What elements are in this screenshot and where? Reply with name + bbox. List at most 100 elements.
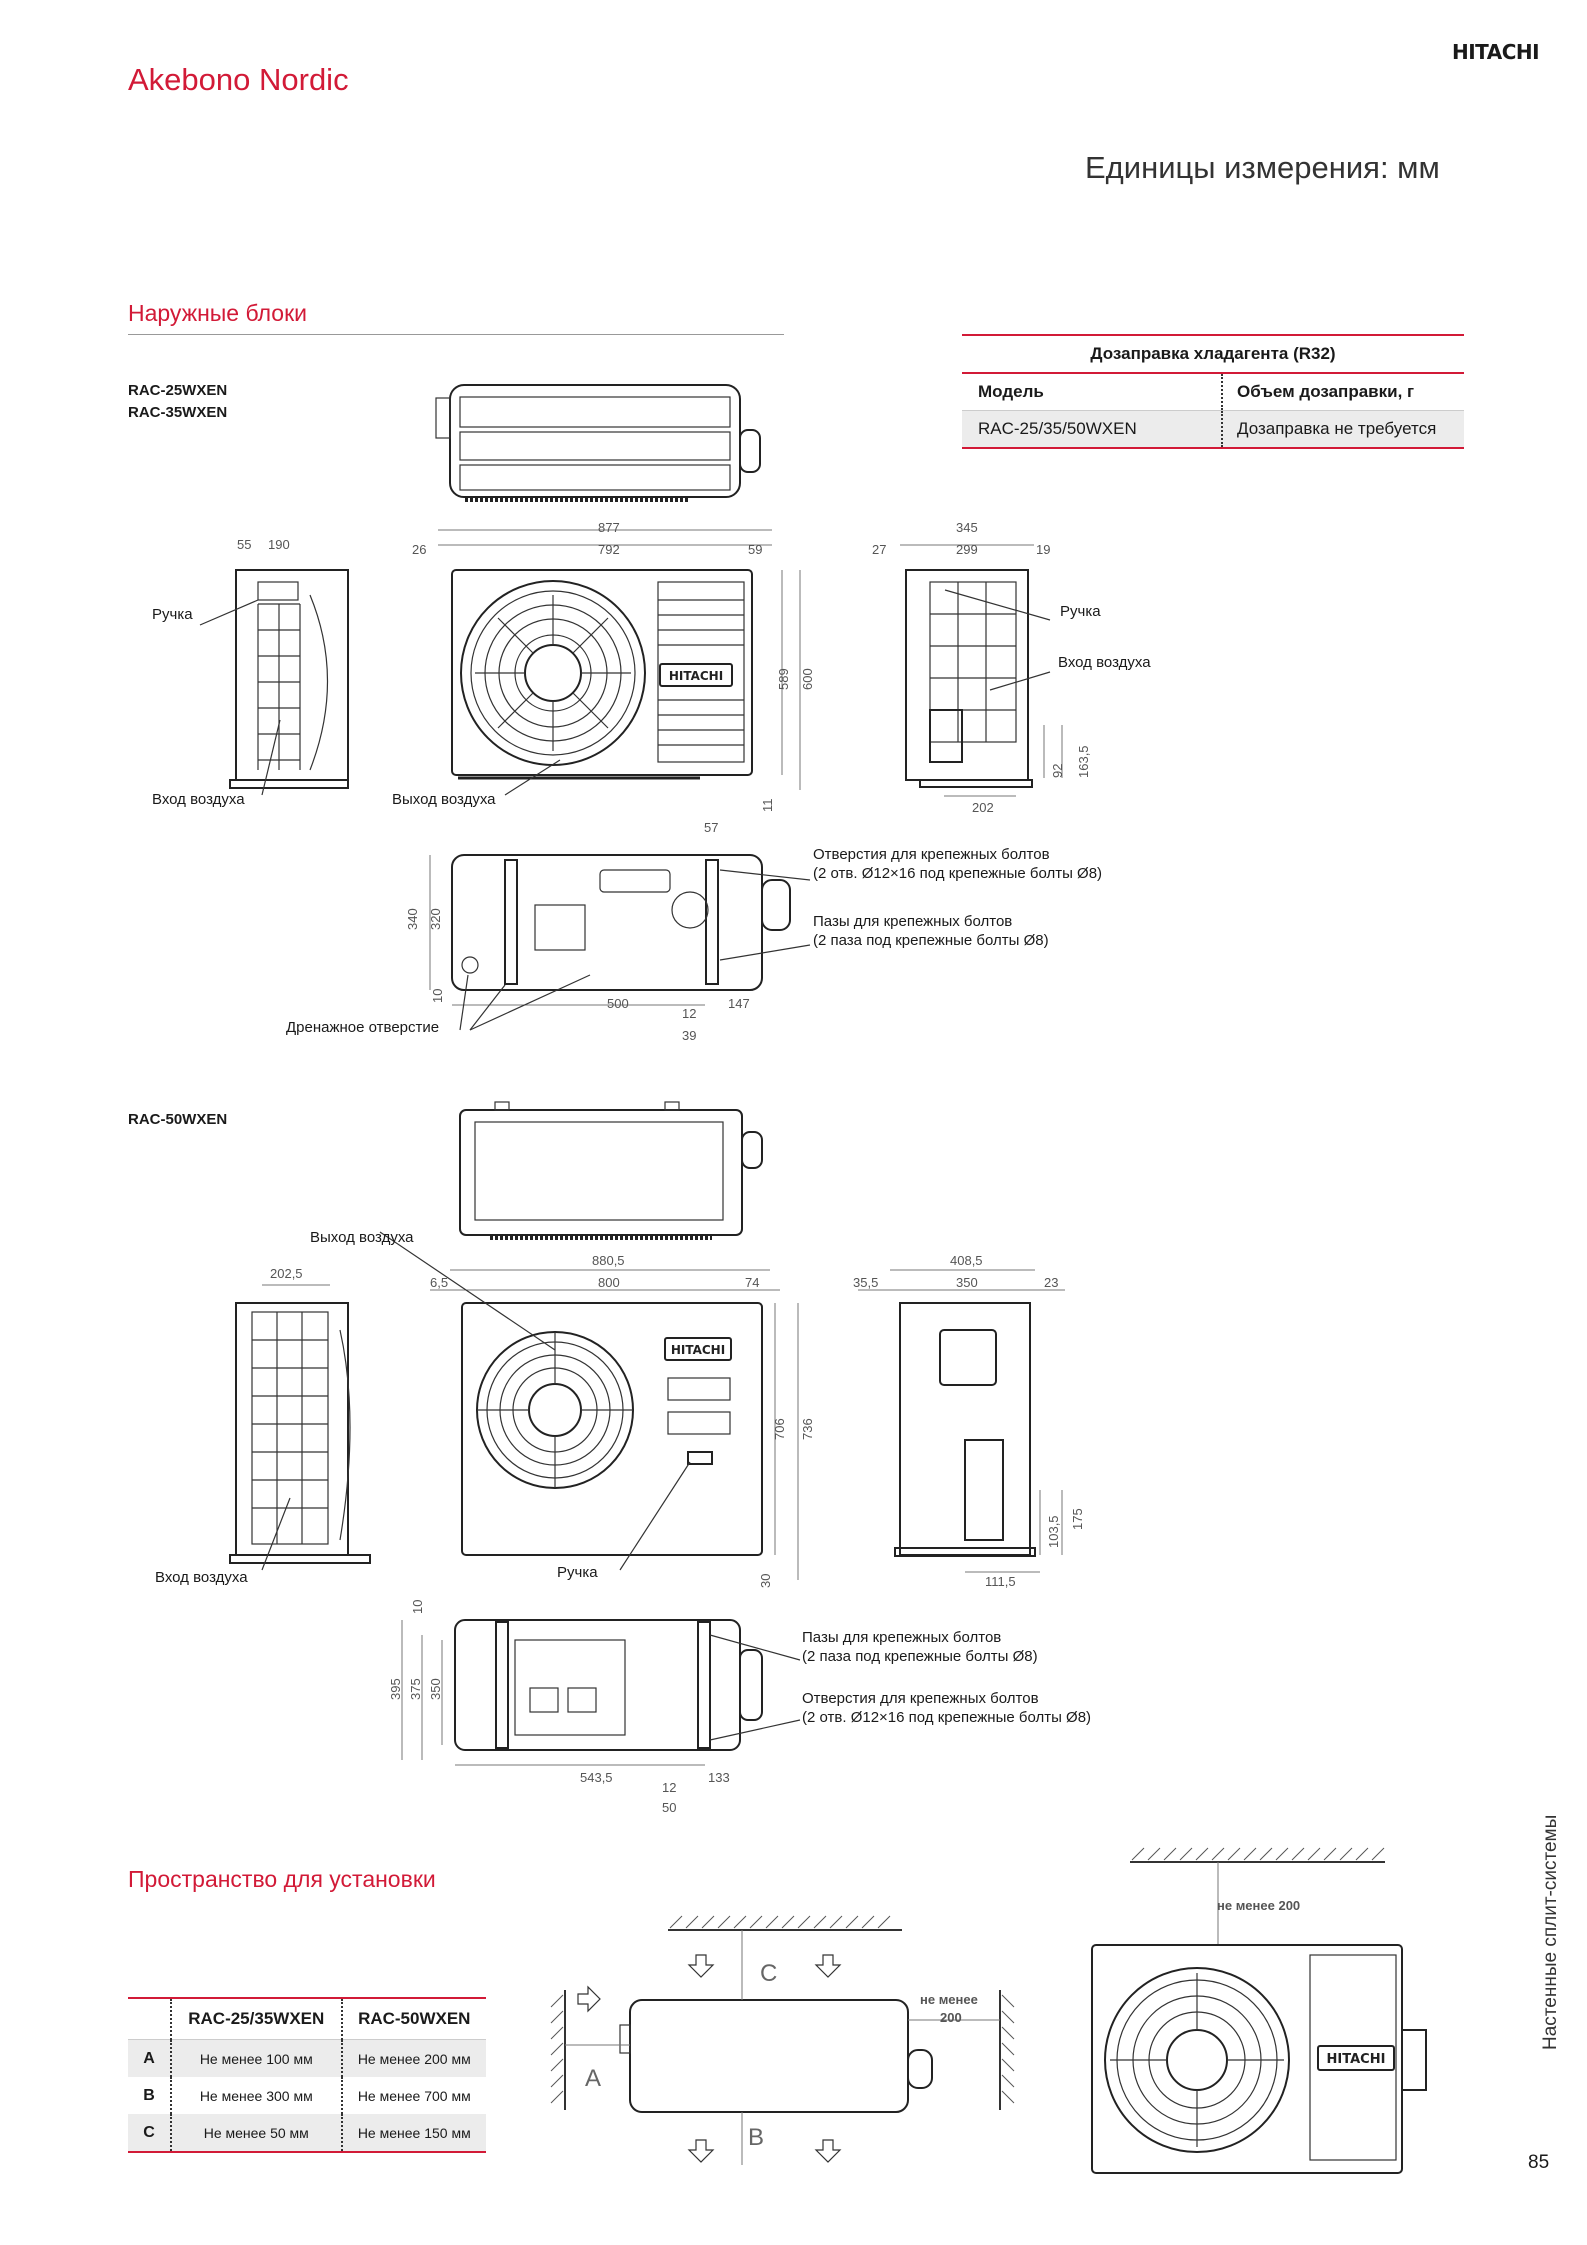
unit1-label-air-in-left: Вход воздуха xyxy=(152,791,245,808)
clearance-table: RAC-25/35WXEN RAC-50WXEN A Не менее 100 … xyxy=(128,1997,486,2153)
dim: 19 xyxy=(1036,542,1051,557)
dim: 543,5 xyxy=(580,1770,613,1785)
svg-text:HITACHI: HITACHI xyxy=(669,669,723,683)
unit1-model-2: RAC-35WXEN xyxy=(128,404,228,421)
dim: 880,5 xyxy=(592,1253,625,1268)
dim: 59 xyxy=(748,542,763,557)
clearance-header-col2: RAC-50WXEN xyxy=(340,1999,486,2040)
dim: 299 xyxy=(956,542,978,557)
unit1-label-bolt-holes-2: (2 отв. Ø12×16 под крепежные болты Ø8) xyxy=(813,865,1103,882)
unit1-label-handle-left: Ручка xyxy=(152,606,193,623)
clearance-cell: Не менее 700 мм xyxy=(340,2077,486,2114)
clearance-label-a: A xyxy=(585,2065,602,2092)
unit2-label-air-in: Вход воздуха xyxy=(155,1569,248,1586)
section-divider xyxy=(128,334,784,335)
unit1-label-air-out: Выход воздуха xyxy=(392,791,496,808)
install-section-title: Пространство для установки xyxy=(128,1866,436,1892)
unit1-label-bolt-holes-1: Отверстия для крепежных болтов xyxy=(813,846,1050,863)
hitachi-logo: HITACHI xyxy=(1452,40,1540,64)
clearance-cell: Не менее 150 мм xyxy=(340,2114,486,2151)
unit1-label-bolt-slots-1: Пазы для крепежных болтов xyxy=(813,913,1013,930)
dim: 350 xyxy=(956,1275,978,1290)
unit1-top-view xyxy=(435,384,761,502)
unit1-label-handle-right: Ручка xyxy=(1060,603,1101,620)
dim: 877 xyxy=(598,520,620,535)
unit2-label-bolt-holes-2: (2 отв. Ø12×16 под крепежные болты Ø8) xyxy=(802,1709,1092,1726)
unit2-left-view xyxy=(229,1284,371,1564)
unit2-front-view: HITACHI xyxy=(430,1269,799,1580)
refrigerant-col-volume: Объем дозаправки, г xyxy=(1237,382,1415,401)
clearance-front-diagram: HITACHI xyxy=(1091,1847,1427,2174)
unit1-model-1: RAC-25WXEN xyxy=(128,382,228,399)
clearance-label-c: C xyxy=(760,1960,778,1987)
refrigerant-row-model: RAC-25/35/50WXEN xyxy=(962,411,1223,447)
svg-text:HITACHI: HITACHI xyxy=(671,1343,725,1357)
clearance-row-key: A xyxy=(143,2049,155,2067)
clearance-label-b: B xyxy=(748,2124,765,2151)
clearance-cell: Не менее 50 мм xyxy=(170,2114,342,2151)
unit1-right-view xyxy=(900,544,1063,797)
dim: 147 xyxy=(728,996,750,1011)
unit1-left-view xyxy=(229,569,349,789)
dim: 35,5 xyxy=(853,1275,879,1290)
clearance-cell: Не менее 200 мм xyxy=(340,2039,486,2077)
unit2-label-bolt-slots-1: Пазы для крепежных болтов xyxy=(802,1629,1002,1646)
dim: 800 xyxy=(598,1275,620,1290)
dim: 74 xyxy=(745,1275,760,1290)
refrigerant-row-value: Дозаправка не требуется xyxy=(1237,419,1437,438)
dim: 57 xyxy=(704,820,719,835)
clearance-row-key: C xyxy=(143,2123,155,2141)
dim: 345 xyxy=(956,520,978,535)
dim: 202,5 xyxy=(270,1266,303,1281)
unit1-label-bolt-slots-2: (2 паза под крепежные болты Ø8) xyxy=(813,932,1049,949)
unit2-label-bolt-slots-2: (2 паза под крепежные болты Ø8) xyxy=(802,1648,1038,1665)
refrigerant-table: Дозаправка хладагента (R32) Модель Объем… xyxy=(962,334,1464,449)
dim: 202 xyxy=(972,800,994,815)
dim: 111,5 xyxy=(985,1574,1016,1589)
unit2-top-view xyxy=(459,1101,763,1240)
unit2-label-bolt-holes-1: Отверстия для крепежных болтов xyxy=(802,1690,1039,1707)
unit2-bottom-view xyxy=(401,1619,801,1766)
dim: 408,5 xyxy=(950,1253,983,1268)
dim: 26 xyxy=(412,542,427,557)
dim: 23 xyxy=(1044,1275,1059,1290)
dim: 12 xyxy=(662,1780,677,1795)
dim: 27 xyxy=(872,542,887,557)
clearance-cell: Не менее 100 мм xyxy=(170,2039,342,2077)
unit1-front-view: HITACHI xyxy=(438,529,801,790)
outdoor-section-title: Наружные блоки xyxy=(128,300,308,326)
clearance-min-front: не менее 200 xyxy=(1217,1898,1301,1913)
dim: 792 xyxy=(598,542,620,557)
dim: 500 xyxy=(607,996,629,1011)
dim: 6,5 xyxy=(430,1275,449,1290)
dim: 39 xyxy=(682,1028,697,1043)
units-caption: Единицы измерения: мм xyxy=(1085,150,1440,185)
clearance-row-key: B xyxy=(143,2086,155,2104)
clearance-cell: Не менее 300 мм xyxy=(170,2077,342,2114)
clearance-min-text-2: 200 xyxy=(940,2010,962,2025)
unit2-label-air-out: Выход воздуха xyxy=(310,1229,414,1246)
clearance-top-diagram xyxy=(550,1915,1015,2165)
clearance-header-col1: RAC-25/35WXEN xyxy=(170,1999,342,2040)
refrigerant-title: Дозаправка хладагента (R32) xyxy=(1090,344,1336,363)
unit1-label-drain: Дренажное отверстие xyxy=(286,1019,440,1036)
dim: 190 xyxy=(268,537,290,552)
dim: 12 xyxy=(682,1006,697,1021)
unit2-model: RAC-50WXEN xyxy=(128,1111,228,1128)
svg-text:HITACHI: HITACHI xyxy=(1327,2052,1386,2067)
unit2-label-handle: Ручка xyxy=(557,1564,598,1581)
side-section-label: Настенные сплит-системы xyxy=(1540,1814,1561,2050)
brand-title: Akebono Nordic xyxy=(128,62,349,97)
dim: 133 xyxy=(708,1770,730,1785)
unit2-right-view xyxy=(858,1269,1065,1573)
unit1-bottom-view xyxy=(429,854,811,1031)
dim: 50 xyxy=(662,1800,677,1815)
page-number: 85 xyxy=(1528,2152,1550,2173)
refrigerant-col-model: Модель xyxy=(962,374,1223,410)
dim: 55 xyxy=(237,537,252,552)
unit1-label-air-in-right: Вход воздуха xyxy=(1058,654,1151,671)
clearance-min-text-1: не менее xyxy=(920,1992,978,2007)
